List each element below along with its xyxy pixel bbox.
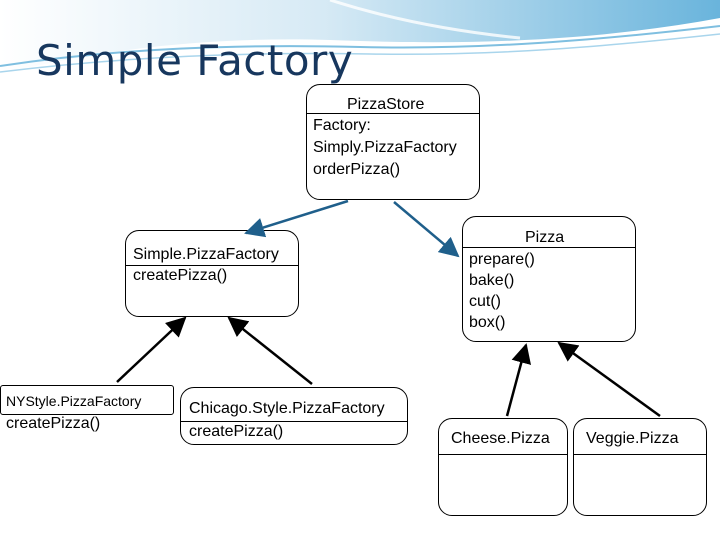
header-wave-decoration [0,0,720,74]
pizza-line-1: prepare() [469,251,535,268]
veggie-pizza-divider [574,454,706,455]
pizza-store-divider [307,113,479,114]
pizza-store-line-2: Simply.PizzaFactory [313,139,457,156]
pizza-line-2: bake() [469,272,515,289]
pizza-store-box: PizzaStore Factory: Simply.PizzaFactory … [306,84,480,200]
veggie-pizza-name: Veggie.Pizza [586,430,679,447]
pizza-name: Pizza [525,229,565,246]
pizza-store-line-3: orderPizza() [313,161,401,178]
simple-pizza-factory-box: Simple.PizzaFactory createPizza() [125,230,299,317]
chicago-pizza-factory-box: Chicago.Style.PizzaFactory createPizza() [180,387,408,445]
pizza-store-name: PizzaStore [347,96,425,113]
simple-pizza-factory-name: Simple.PizzaFactory [133,246,279,263]
chicago-pizza-factory-name: Chicago.Style.PizzaFactory [189,400,385,417]
cheese-pizza-name: Cheese.Pizza [451,430,550,447]
store-to-simple-factory-arrow [244,199,349,238]
simple-pizza-factory-line-1: createPizza() [133,267,228,284]
pizza-line-3: cut() [469,293,501,310]
pizza-store-line-1: Factory: [313,117,371,134]
store-to-pizza-arrow [393,201,460,258]
ny-pizza-factory-line-1: createPizza() [6,415,101,432]
pizza-box: Pizza prepare() bake() cut() box() [462,216,636,342]
chicago-pizza-factory-divider [181,421,407,422]
pizza-divider [463,247,635,248]
ny-to-simple-factory-arrow [116,316,187,383]
slide-title: Simple Factory [36,36,354,85]
cheese-pizza-divider [439,454,567,455]
veggie-to-pizza-arrow [557,341,661,418]
ny-pizza-factory-box: NYStyle.PizzaFactory createPizza() [0,385,174,432]
ny-pizza-factory-name: NYStyle.PizzaFactory [6,393,142,409]
pizza-line-4: box() [469,314,506,331]
cheese-pizza-box: Cheese.Pizza [438,418,568,516]
simple-pizza-factory-divider [126,265,298,266]
veggie-pizza-box: Veggie.Pizza [573,418,707,516]
chicago-to-simple-factory-arrow [227,316,313,385]
cheese-to-pizza-arrow [505,343,532,417]
chicago-pizza-factory-line-1: createPizza() [189,423,284,440]
